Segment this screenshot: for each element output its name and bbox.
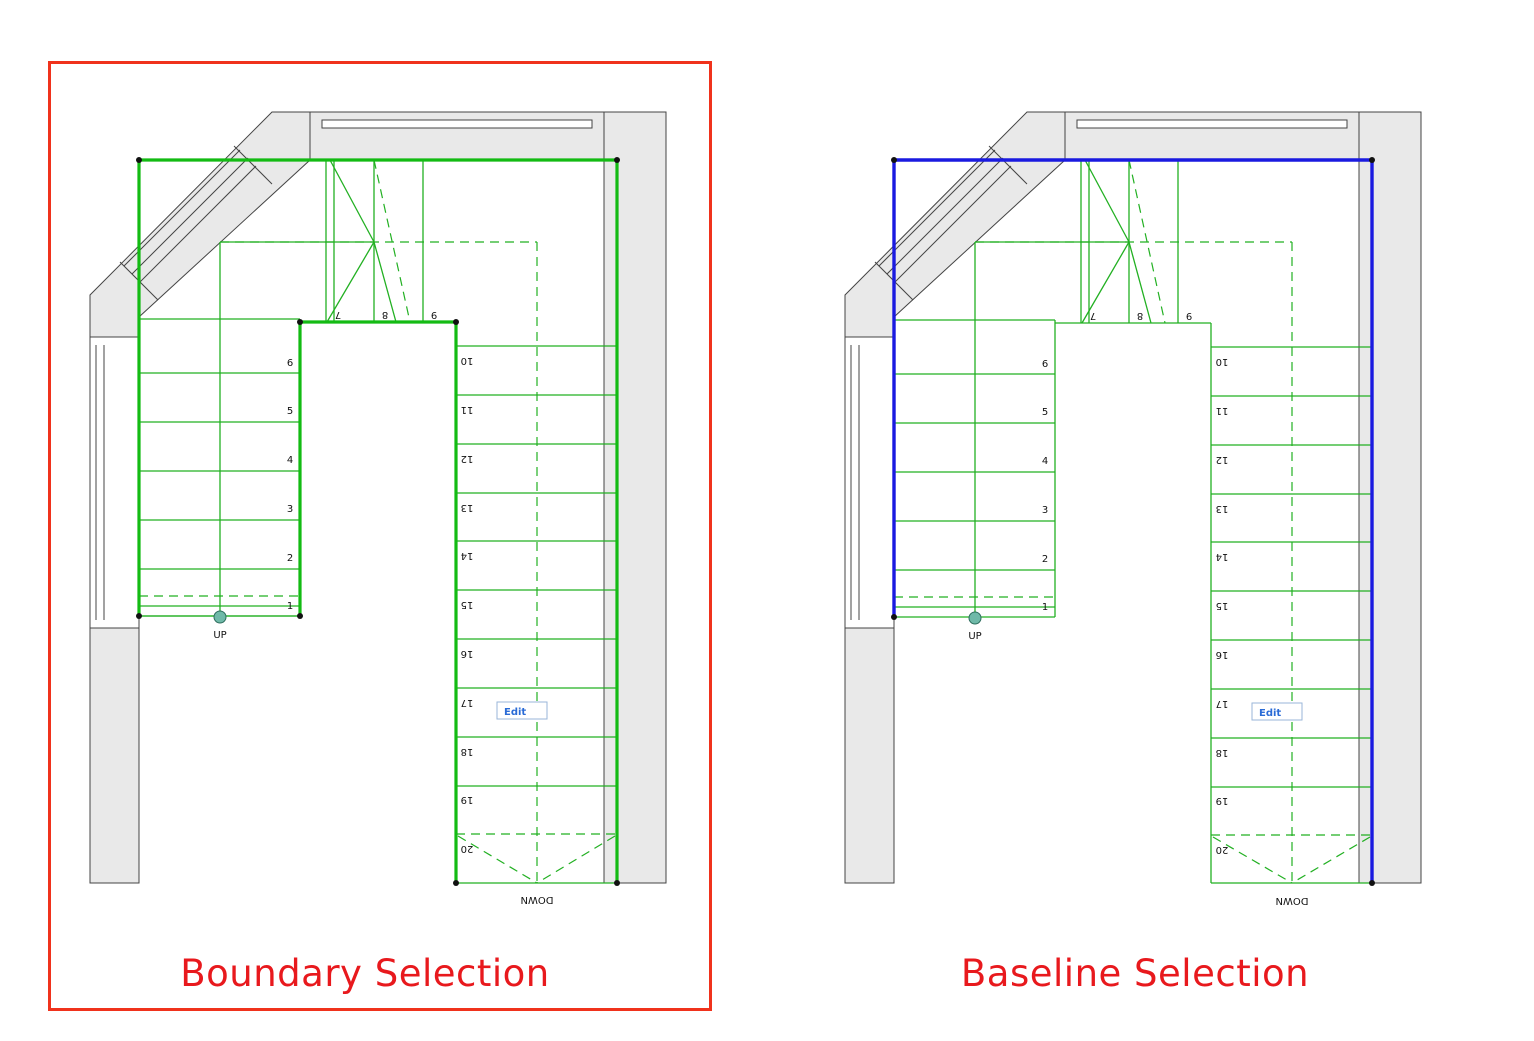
step-number-16: 16 <box>461 648 474 659</box>
edit-button[interactable]: Edit <box>1251 702 1303 721</box>
step-number-5: 5 <box>287 406 293 417</box>
step-number-14: 14 <box>1216 551 1229 562</box>
wall-top <box>1064 111 1360 161</box>
step-number-20: 20 <box>1216 844 1229 855</box>
step-number-6: 6 <box>287 358 293 369</box>
boundary-highlight <box>137 158 619 883</box>
window-top <box>1076 119 1348 129</box>
step-number-11: 11 <box>1216 405 1229 416</box>
step-number-19: 19 <box>1216 795 1229 806</box>
step-number-15: 15 <box>461 599 474 610</box>
boundary-highlight-inner <box>298 320 458 883</box>
wall-right <box>603 111 667 884</box>
left-flight-treads <box>139 242 300 617</box>
step-number-10: 10 <box>1216 356 1229 367</box>
step-number-13: 13 <box>461 502 474 513</box>
step-number-8: 8 <box>382 309 388 320</box>
wall-right <box>1358 111 1422 884</box>
up-label: UP <box>968 631 981 642</box>
step-number-4: 4 <box>287 455 293 466</box>
step-number-14: 14 <box>461 550 474 561</box>
edit-button[interactable]: Edit <box>496 701 548 720</box>
step-number-18: 18 <box>1216 747 1229 758</box>
step-number-20: 20 <box>461 843 474 854</box>
step-number-19: 19 <box>461 794 474 805</box>
step-number-12: 12 <box>1216 454 1229 465</box>
boundary-nodes[interactable] <box>136 157 620 886</box>
step-number-17: 17 <box>1216 698 1229 709</box>
up-start-marker[interactable] <box>213 610 227 624</box>
up-start-marker[interactable] <box>968 611 982 625</box>
step-number-3: 3 <box>287 504 293 515</box>
step-number-1: 1 <box>287 601 293 612</box>
wall-left <box>844 627 895 884</box>
step-number-2: 2 <box>287 553 293 564</box>
step-number-15: 15 <box>1216 600 1229 611</box>
step-numbers-left: 1 2 3 4 5 6 <box>1042 359 1048 613</box>
step-numbers-winder: 7 8 9 <box>335 309 437 320</box>
baseline-highlight <box>892 158 1374 883</box>
step-number-17: 17 <box>461 697 474 708</box>
step-number-11: 11 <box>461 404 474 415</box>
caption-baseline-selection: Baseline Selection <box>960 952 1310 995</box>
edit-button-label[interactable]: Edit <box>1259 708 1281 719</box>
step-number-7: 7 <box>1090 310 1096 321</box>
step-number-3: 3 <box>1042 505 1048 516</box>
step-number-10: 10 <box>461 355 474 366</box>
step-numbers-winder: 7 8 9 <box>1090 310 1192 321</box>
up-label: UP <box>213 630 226 641</box>
step-numbers-left: 1 2 3 4 5 6 <box>287 358 293 612</box>
step-number-8: 8 <box>1137 310 1143 321</box>
step-number-7: 7 <box>335 309 341 320</box>
step-number-12: 12 <box>461 453 474 464</box>
wall-top <box>309 111 605 161</box>
step-number-1: 1 <box>1042 602 1048 613</box>
step-number-5: 5 <box>1042 407 1048 418</box>
step-number-16: 16 <box>1216 649 1229 660</box>
down-label: DOWN <box>1276 895 1309 906</box>
edit-button-label[interactable]: Edit <box>504 707 526 718</box>
selected-option-frame <box>48 61 712 1011</box>
step-number-4: 4 <box>1042 456 1048 467</box>
wall-diagonal <box>89 111 311 338</box>
step-numbers-right: 10 11 12 13 14 15 16 17 18 19 20 <box>1216 356 1229 855</box>
step-number-9: 9 <box>431 309 437 320</box>
caption-boundary-selection: Boundary Selection <box>180 952 550 995</box>
right-flight-treads <box>456 345 617 884</box>
step-number-6: 6 <box>1042 359 1048 370</box>
step-number-18: 18 <box>461 746 474 757</box>
left-flight-treads <box>894 242 1212 883</box>
step-number-9: 9 <box>1186 310 1192 321</box>
step-numbers-right: 10 11 12 13 14 15 16 17 18 19 20 <box>461 355 474 854</box>
step-number-2: 2 <box>1042 554 1048 565</box>
window-left <box>844 336 895 629</box>
wall-diagonal <box>844 111 1066 338</box>
down-label: DOWN <box>521 894 554 905</box>
window-top <box>321 119 593 129</box>
step-number-13: 13 <box>1216 503 1229 514</box>
baseline-nodes[interactable] <box>891 157 1375 886</box>
window-left <box>89 336 140 629</box>
wall-left <box>89 627 140 884</box>
